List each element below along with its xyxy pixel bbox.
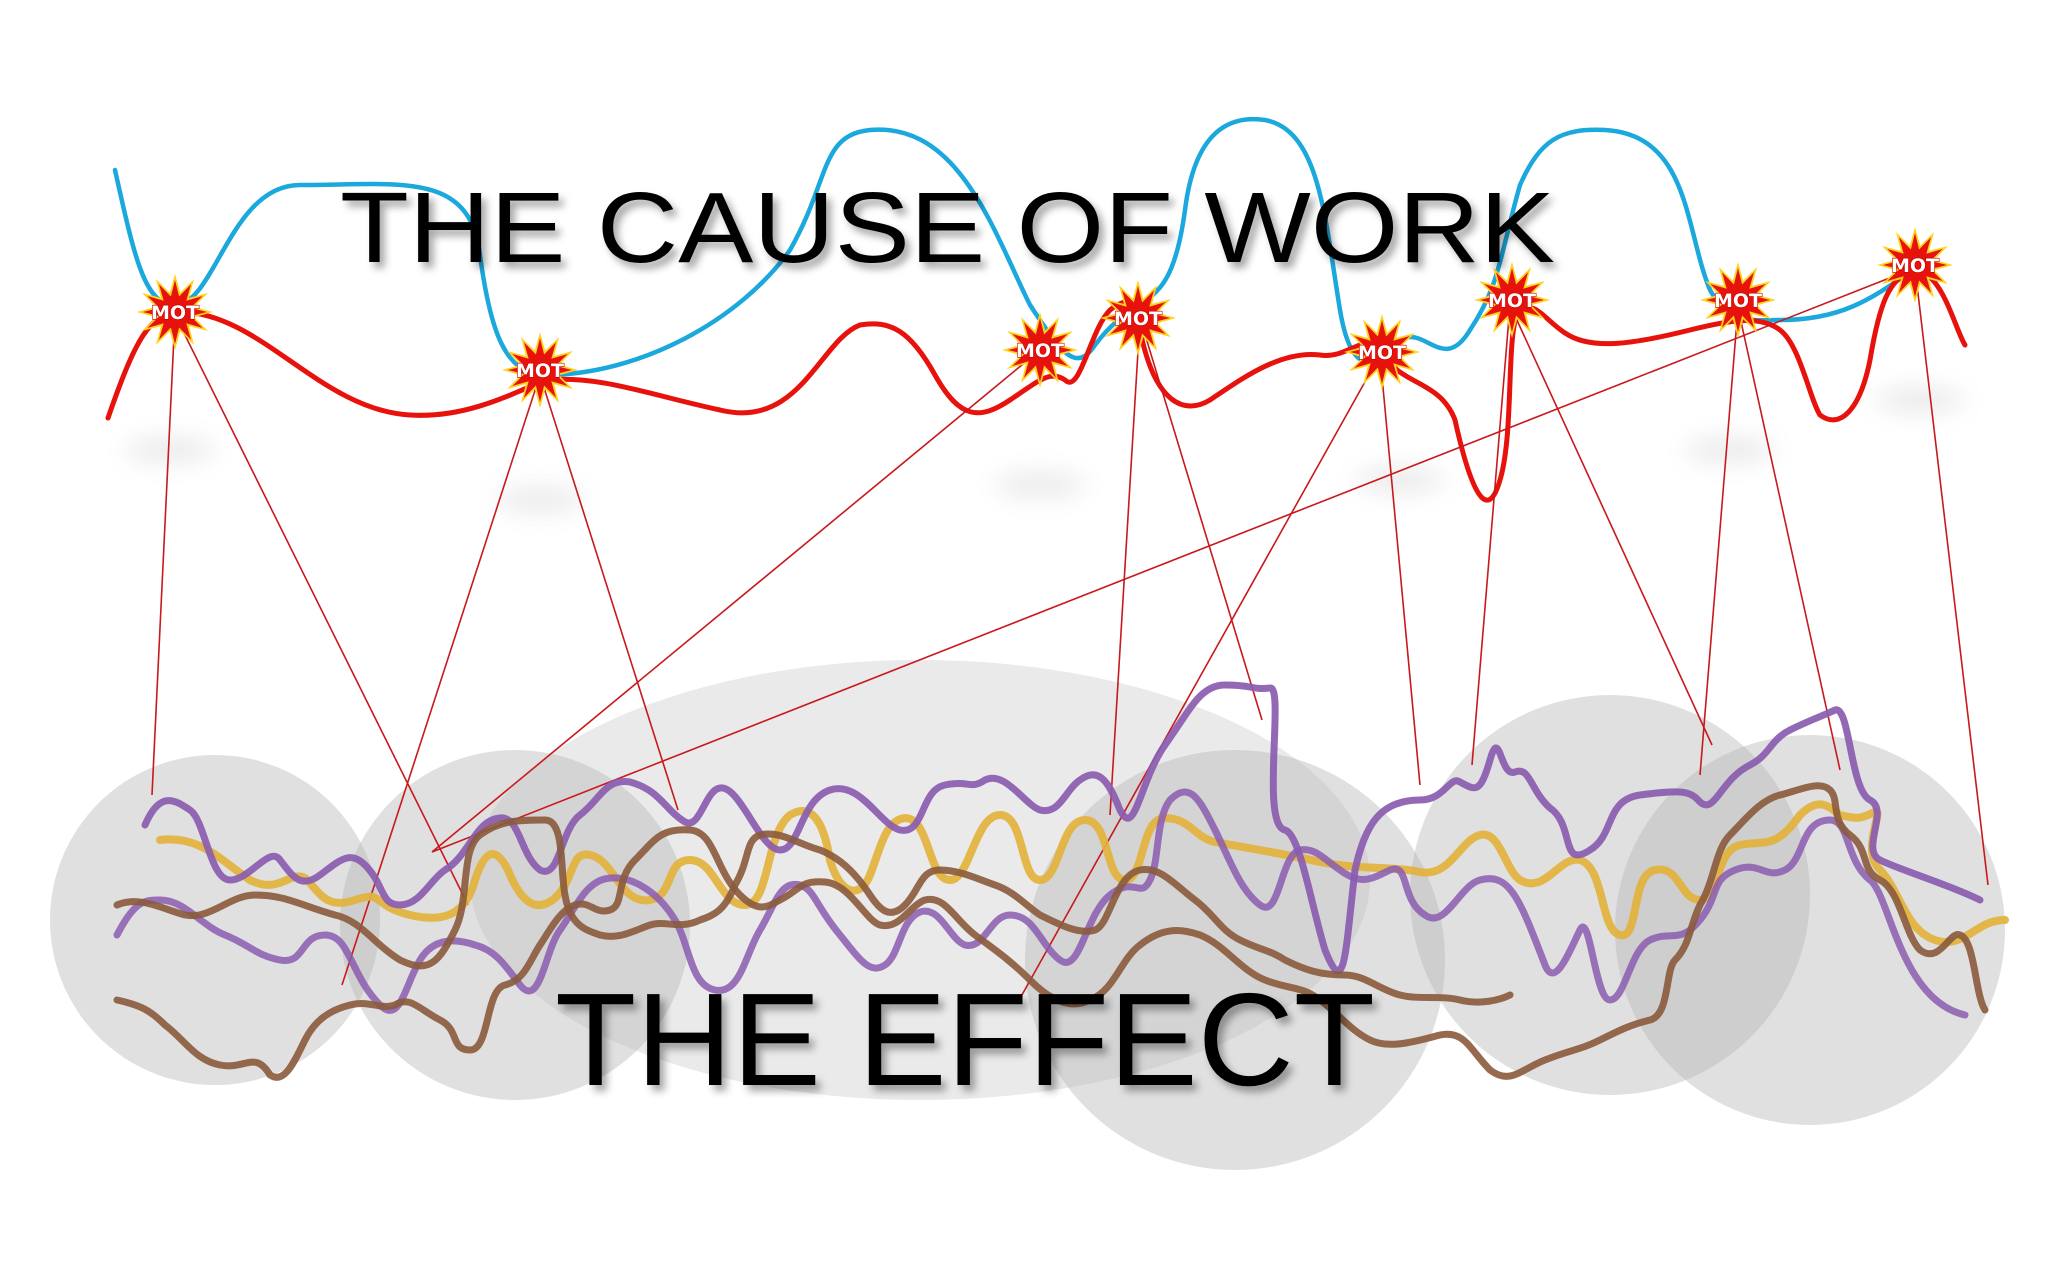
connector-line	[431, 267, 1916, 853]
moment-of-truth-burst: MOT	[1100, 280, 1176, 356]
cause-shadow	[1875, 388, 1965, 412]
burst-fill	[1106, 286, 1170, 350]
diagram-title: THE CAUSE OF WORK	[340, 172, 1555, 284]
effect-line-brown	[113, 782, 1989, 1081]
moment-of-truth-burst: MOT	[1877, 227, 1953, 303]
burst-fill	[508, 338, 572, 402]
connector-line	[1109, 317, 1141, 816]
cause-shadow	[1685, 438, 1775, 462]
moment-of-truth-burst: MOT	[1344, 314, 1420, 390]
burst-fill	[1350, 320, 1414, 384]
moment-of-truth-burst: MOT	[1474, 262, 1550, 338]
moment-label: MOT	[516, 360, 564, 382]
cause-shadow	[495, 488, 585, 512]
moment-of-truth-burst: MOT	[137, 274, 213, 350]
connector-line	[151, 314, 176, 796]
burst-fill	[143, 280, 207, 344]
moment-label: MOT	[1891, 255, 1939, 277]
effect-cloud	[1615, 735, 2005, 1125]
connector-line	[1914, 267, 1989, 886]
connector-line	[1737, 307, 1841, 771]
burst-fill	[1008, 318, 1072, 382]
burst-fill	[1883, 233, 1947, 297]
moment-of-truth-burst: MOT	[1700, 262, 1776, 338]
moment-of-truth-burst: MOT	[502, 332, 578, 408]
connector-line	[1509, 304, 1713, 746]
moment-markers: MOT MOT MOT MOT MOT MOT MOT MOT	[137, 227, 1953, 408]
connector-line	[539, 374, 679, 811]
connector-line	[1017, 354, 1381, 1003]
burst-fill	[1480, 268, 1544, 332]
cause-shadow	[995, 473, 1085, 497]
connector-line	[1471, 304, 1511, 766]
moment-of-truth-burst: MOT	[1002, 312, 1078, 388]
connector-line	[431, 349, 1041, 853]
burst-fill	[1706, 268, 1770, 332]
effect-lines	[113, 681, 2009, 1081]
connector-line	[1699, 307, 1739, 776]
moment-label: MOT	[151, 302, 199, 324]
effect-line-gold	[156, 800, 2009, 946]
moment-label: MOT	[1358, 342, 1406, 364]
moment-label: MOT	[1016, 340, 1064, 362]
connector-line	[174, 314, 469, 906]
moment-label: MOT	[1488, 290, 1536, 312]
effect-line-purple	[141, 681, 1984, 975]
cause-shadow-group	[125, 388, 1965, 512]
moment-label: MOT	[1714, 290, 1762, 312]
effect-line-brown-2	[113, 816, 1514, 1006]
effect-cloud	[50, 755, 380, 1085]
connector-line	[1379, 354, 1421, 786]
effect-label: THE EFFECT	[555, 966, 1375, 1113]
cause-line-red	[105, 268, 1968, 503]
moment-label: MOT	[1114, 308, 1162, 330]
cause-shadow	[1355, 468, 1445, 492]
connector-line	[1139, 317, 1263, 721]
cause-shadow	[125, 438, 215, 462]
